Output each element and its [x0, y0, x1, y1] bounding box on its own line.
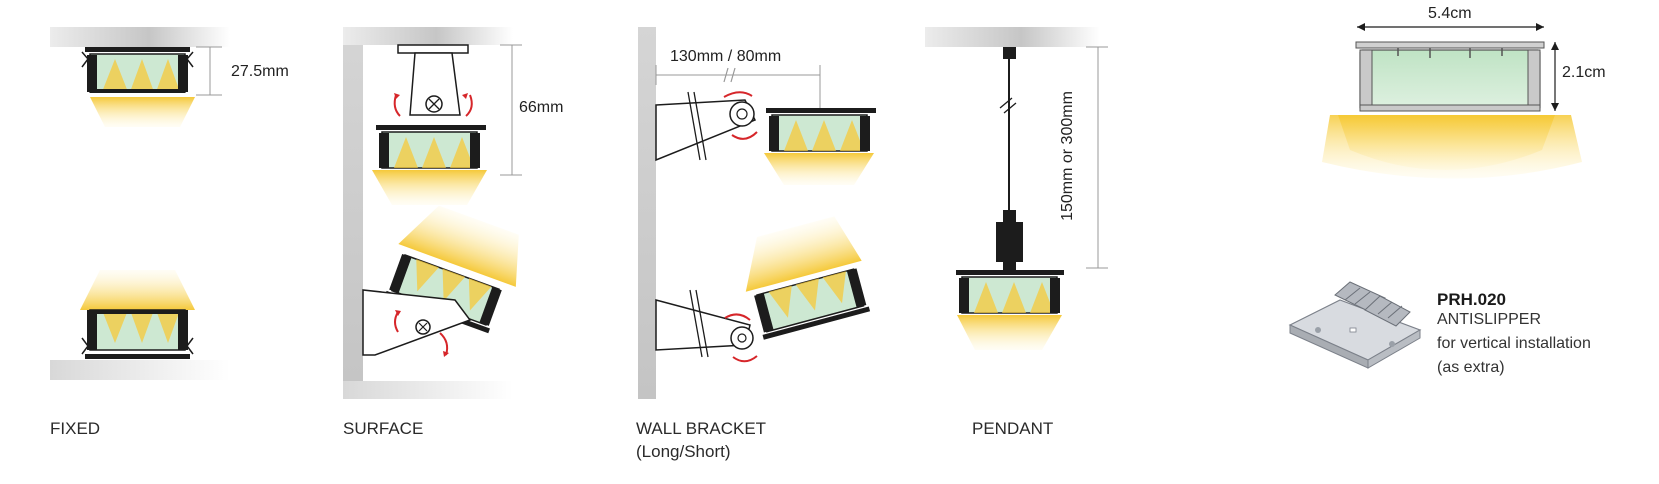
- wall-bottom: [343, 381, 513, 399]
- accessory-desc: for vertical installation: [1437, 335, 1591, 352]
- wall-left: [343, 27, 363, 399]
- dimension-profile-height: 2.1cm: [1562, 64, 1606, 81]
- floor-surface: [50, 360, 230, 380]
- dimension-wall-arm: 130mm / 80mm: [670, 48, 782, 65]
- accessory-name: ANTISLIPPER: [1437, 311, 1542, 328]
- caption-surface: SURFACE: [343, 419, 424, 438]
- ceiling-surface: [925, 27, 1100, 47]
- accessory-code: PRH.020: [1437, 290, 1506, 309]
- antislipper-image: [1288, 281, 1422, 369]
- rotate-arrow-icon: [393, 94, 401, 117]
- caption-fixed: FIXED: [50, 419, 101, 438]
- accessory-note: (as extra): [1437, 359, 1505, 376]
- dimension-pendant-length: 150mm or 300mm: [1058, 91, 1076, 221]
- surface-diagram: [343, 27, 522, 399]
- dimension-profile-width: 5.4cm: [1428, 5, 1472, 22]
- caption-wall-bracket-sub: (Long/Short): [636, 442, 731, 461]
- profile-top: [81, 47, 195, 127]
- fixed-diagram: [50, 27, 230, 380]
- dimension-surface-height: 66mm: [519, 99, 564, 116]
- ceiling-surface: [50, 27, 230, 47]
- dimension-fixed-height: 27.5mm: [231, 63, 289, 80]
- wall-surface: [638, 27, 656, 399]
- caption-wall-bracket: WALL BRACKET: [636, 419, 767, 438]
- profile-section: [1322, 23, 1582, 179]
- wall-bracket-diagram: [638, 27, 876, 399]
- profile-bottom: [80, 270, 195, 359]
- pendant-diagram: [925, 27, 1108, 350]
- caption-pendant: PENDANT: [972, 419, 1054, 438]
- wall-top: [343, 27, 513, 45]
